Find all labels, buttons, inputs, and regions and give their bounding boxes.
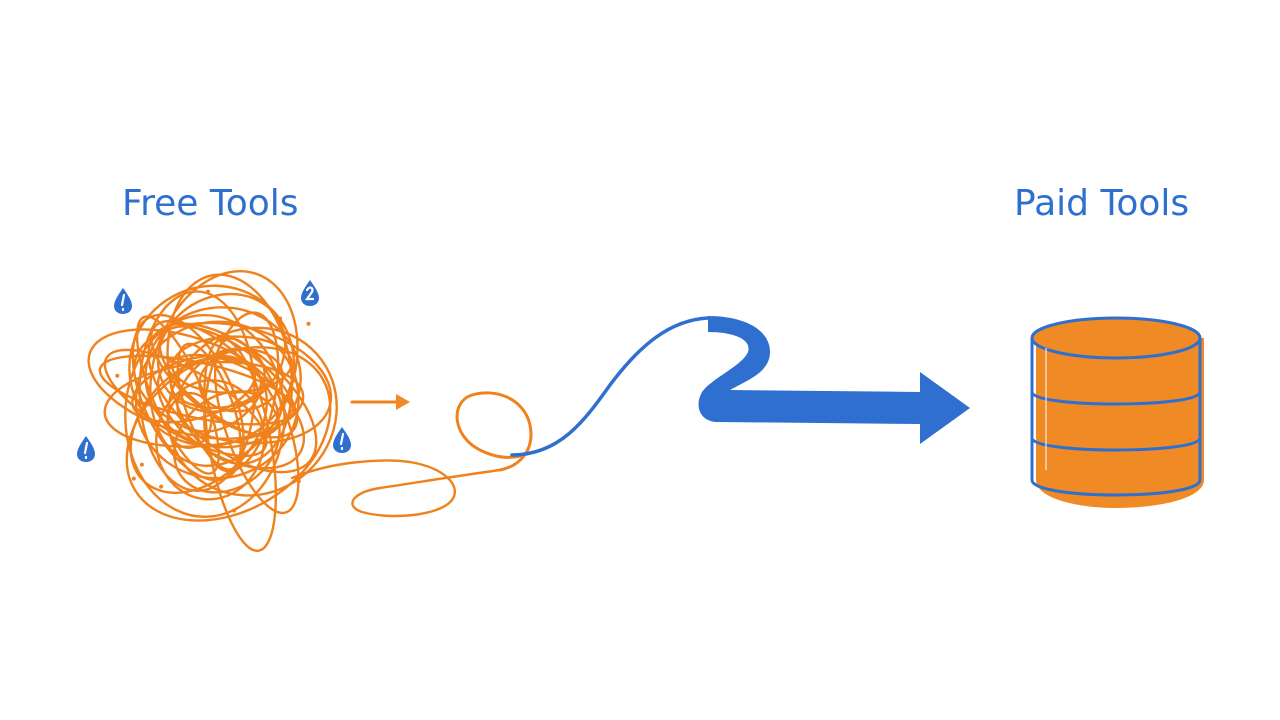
alert-drop-icon	[301, 280, 319, 306]
paid-tools-label: Paid Tools	[1014, 183, 1190, 224]
tangle-loop	[125, 346, 332, 522]
tangle-loop	[176, 342, 242, 471]
alert-drop-icon	[333, 427, 351, 453]
tangle-loop	[155, 379, 266, 501]
tangle-loop	[203, 311, 280, 473]
tangle-loop	[135, 315, 220, 475]
orange-loop	[455, 391, 533, 472]
tangle-speck	[159, 484, 164, 489]
free-tools-label: Free Tools	[122, 183, 299, 224]
tangle-loop	[98, 354, 296, 426]
tangle-loop	[138, 290, 256, 493]
tangle-tail	[290, 459, 502, 518]
tangle-speck	[131, 476, 136, 481]
database-cylinder-icon	[1030, 316, 1204, 508]
tangle-speck	[253, 296, 257, 301]
tangle-speck	[306, 321, 311, 326]
small-right-arrow-icon	[350, 394, 410, 410]
tangle-speck	[115, 373, 120, 378]
tangle-speck	[139, 462, 144, 467]
wavy-right-arrow-icon	[510, 316, 970, 457]
alert-drop-icon	[77, 436, 95, 462]
tangle-speck	[232, 508, 236, 513]
tangle-loop	[132, 321, 333, 445]
tangle-loop	[149, 269, 299, 467]
tangled-scribble-icon	[87, 269, 502, 552]
tangle-loop	[103, 348, 268, 458]
alert-drop-icon	[114, 288, 132, 314]
tangle-loop	[124, 313, 286, 519]
tangle-speck	[206, 289, 210, 294]
tangle-speck	[296, 479, 301, 484]
tangle-speck	[278, 316, 283, 321]
